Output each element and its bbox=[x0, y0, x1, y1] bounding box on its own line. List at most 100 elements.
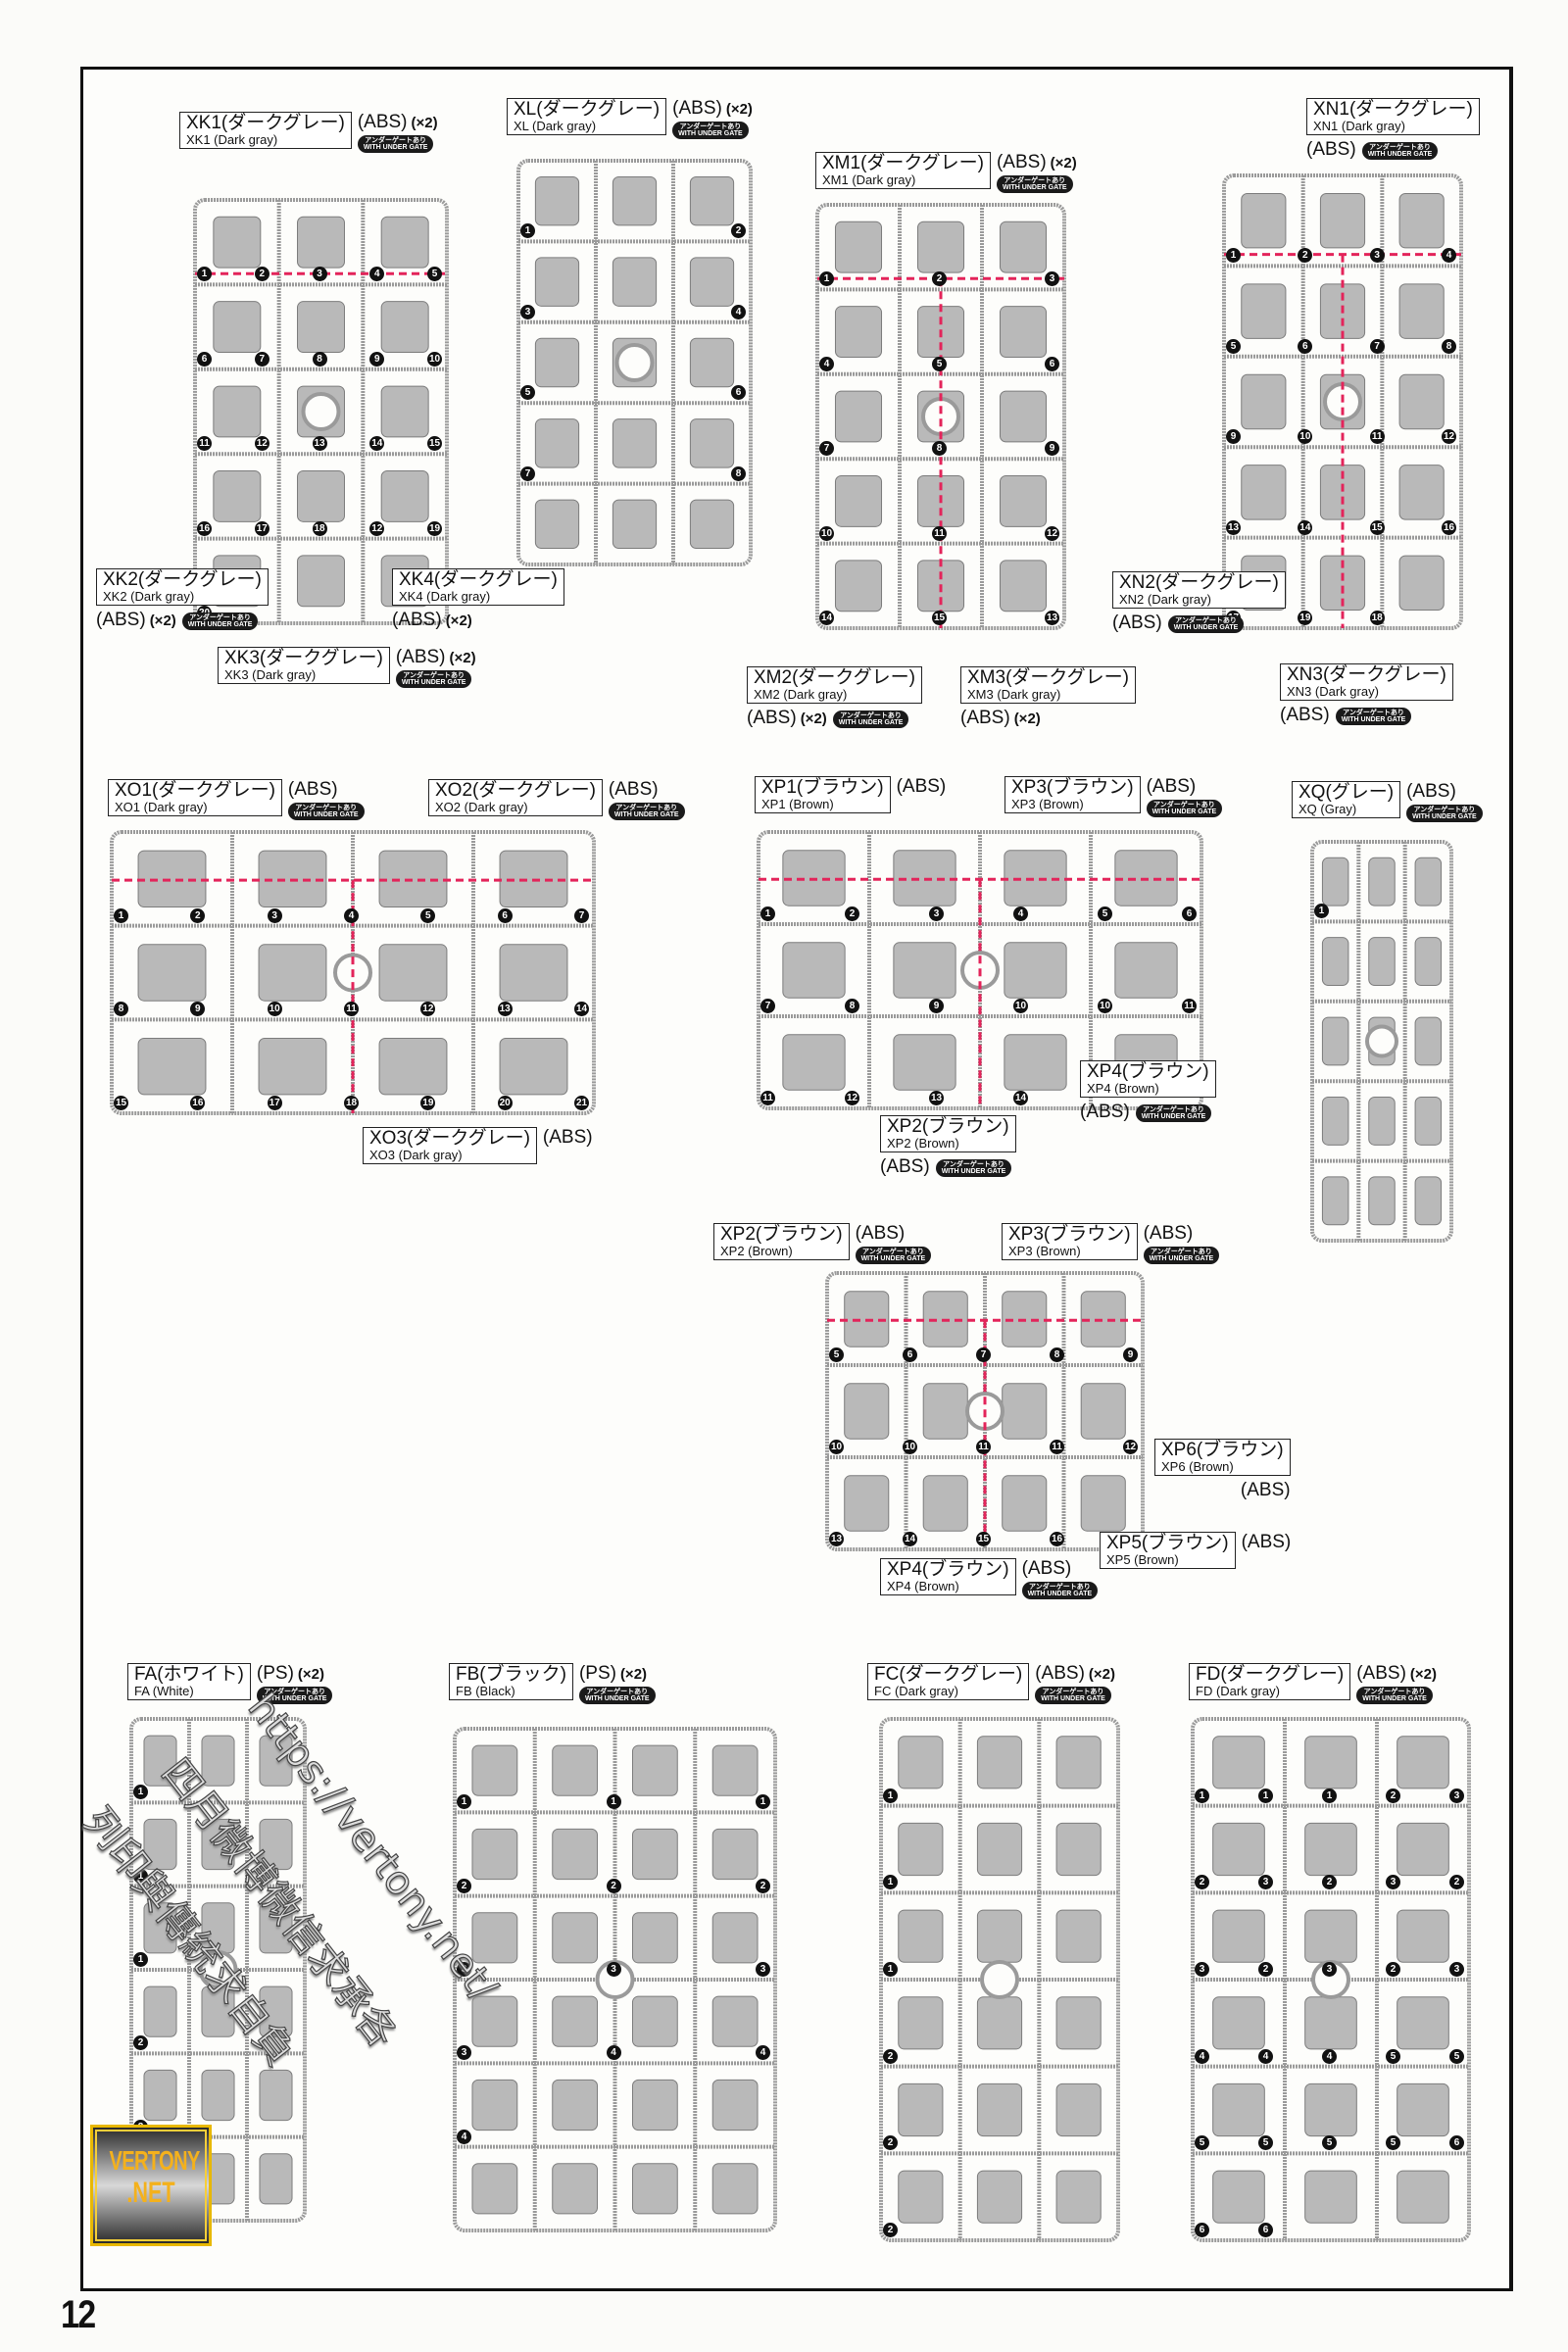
material-label: (ABS) bbox=[96, 610, 146, 630]
runner-name-jp: XO3(ダークグレー) bbox=[369, 1128, 530, 1149]
part-number-marker: 3 bbox=[756, 1962, 770, 1977]
runner-part bbox=[137, 944, 207, 1002]
runner-part bbox=[534, 499, 580, 550]
under-gate-jp: アンダーゲートあり bbox=[615, 805, 678, 811]
part-number-marker: 5 bbox=[1449, 2048, 1464, 2064]
part-number-marker: 4 bbox=[369, 267, 385, 282]
runner-meta: (ABS)(×2) bbox=[960, 708, 1136, 729]
runner-name-jp: XN2(ダークグレー) bbox=[1119, 572, 1279, 593]
under-gate-en: WITH UNDER GATE bbox=[187, 620, 253, 628]
material-label: (ABS) bbox=[1021, 1558, 1072, 1579]
part-number-marker: 2 bbox=[133, 2035, 148, 2051]
part-number-marker: 2 bbox=[1386, 1962, 1400, 1977]
runner-part bbox=[213, 216, 262, 269]
runner-part bbox=[689, 499, 735, 550]
runner-part bbox=[137, 1037, 207, 1096]
part-number-marker: 1 bbox=[1314, 904, 1329, 919]
part-number-marker: 6 bbox=[1182, 906, 1197, 921]
runner-name-jp: XM3(ダークグレー) bbox=[967, 667, 1129, 688]
runner-name-box: XM2(ダークグレー)XM2 (Dark gray) bbox=[747, 666, 922, 704]
runner-meta: (ABS) bbox=[543, 1127, 593, 1149]
runner-part bbox=[1396, 2170, 1449, 2224]
runner-frame bbox=[815, 203, 1066, 630]
runner-label-xm2: XM2(ダークグレー)XM2 (Dark gray)(ABS)(×2)アンダーゲ… bbox=[747, 666, 922, 729]
part-number-marker: 18 bbox=[312, 520, 327, 536]
part-number-marker: 8 bbox=[312, 351, 327, 367]
part-number-marker: 12 bbox=[845, 1091, 859, 1105]
runner-part bbox=[1055, 2170, 1102, 2224]
runner-part bbox=[201, 2069, 235, 2122]
under-gate-jp: アンダーゲートあり bbox=[840, 711, 902, 719]
under-gate-jp: アンダーゲートあり bbox=[1153, 802, 1215, 808]
runner-part bbox=[1212, 1822, 1265, 1877]
runner-part bbox=[782, 942, 846, 999]
under-gate-en: WITH UNDER GATE bbox=[860, 1255, 926, 1262]
part-number-marker: 6 bbox=[1258, 2223, 1273, 2237]
runner-part bbox=[471, 1828, 518, 1881]
runner-part bbox=[380, 469, 429, 522]
material-label: (ABS) bbox=[880, 1156, 930, 1177]
part-number-marker: 18 bbox=[1369, 611, 1385, 625]
runner-part bbox=[534, 418, 580, 468]
runner-name-box: XP3(ブラウン)XP3 (Brown) bbox=[1002, 1223, 1138, 1260]
runner-label-xp5: XP5(ブラウン)XP5 (Brown)(ABS) bbox=[1100, 1532, 1291, 1569]
part-number-marker: 19 bbox=[420, 1096, 436, 1110]
runner-part bbox=[893, 1034, 956, 1091]
material-label: (ABS) bbox=[747, 708, 797, 728]
runner-part bbox=[380, 385, 429, 438]
under-gate-jp: アンダーゲートあり bbox=[586, 1689, 649, 1695]
material-label: (ABS) bbox=[996, 152, 1047, 172]
part-number-marker: 13 bbox=[312, 436, 327, 452]
runner-part bbox=[1304, 1822, 1357, 1877]
runner-label-xm1: XM1(ダークグレー)XM1 (Dark gray)(ABS)(×2)アンダーゲ… bbox=[815, 152, 1077, 193]
part-number-marker: 1 bbox=[457, 1794, 471, 1810]
runner-part bbox=[999, 560, 1048, 612]
runner-part bbox=[1398, 192, 1445, 249]
part-number-marker: 1 bbox=[883, 1788, 898, 1803]
runner-part bbox=[552, 1995, 599, 2047]
runner-name-box: XL(ダークグレー)XL (Dark gray) bbox=[507, 98, 667, 135]
part-number-marker: 16 bbox=[197, 520, 212, 536]
part-number-marker: 15 bbox=[976, 1532, 991, 1546]
part-number-marker: 4 bbox=[1322, 2048, 1337, 2064]
part-number-marker: 11 bbox=[760, 1091, 775, 1105]
material-label: (ABS) bbox=[1406, 781, 1456, 802]
runner-part bbox=[1080, 1475, 1126, 1532]
part-number-marker: 20 bbox=[497, 1096, 513, 1110]
runner-part bbox=[259, 1735, 293, 1787]
runner-label-xo1: XO1(ダークグレー)XO1 (Dark gray)(ABS)アンダーゲートあり… bbox=[108, 779, 365, 820]
runner-part bbox=[534, 337, 580, 388]
runner-frame bbox=[825, 1271, 1145, 1551]
material-label: (ABS) bbox=[1306, 139, 1356, 160]
part-number-marker: 11 bbox=[932, 525, 947, 541]
part-number-marker: 3 bbox=[457, 1962, 471, 1977]
part-number-marker: 14 bbox=[819, 611, 834, 625]
part-number-marker: 13 bbox=[1045, 611, 1059, 625]
runner-part bbox=[1212, 2082, 1265, 2137]
part-number-marker: 11 bbox=[1182, 999, 1197, 1013]
under-gate-en: WITH UNDER GATE bbox=[1367, 150, 1433, 158]
part-number-marker: 19 bbox=[427, 520, 442, 536]
runner-name-en: XO3 (Dark gray) bbox=[369, 1148, 463, 1162]
runner-part bbox=[898, 1736, 944, 1789]
under-gate-en: WITH UNDER GATE bbox=[401, 679, 466, 686]
runner-part bbox=[1319, 192, 1366, 249]
part-number-marker: 9 bbox=[190, 1002, 206, 1017]
part-number-marker: 10 bbox=[1013, 999, 1028, 1013]
under-gate-en: WITH UNDER GATE bbox=[262, 1695, 327, 1702]
runner-part bbox=[297, 216, 345, 269]
material-label: (ABS) bbox=[1143, 1223, 1194, 1244]
runner-part bbox=[689, 418, 735, 468]
material-label: (ABS) bbox=[542, 1127, 593, 1148]
runner-part bbox=[711, 1744, 759, 1796]
runner-label-xk4: XK4(ダークグレー)XK4 (Dark gray)(ABS)(×2) bbox=[392, 568, 564, 631]
part-number-marker: 3 bbox=[312, 267, 327, 282]
quantity-label: (×2) bbox=[297, 1666, 324, 1683]
